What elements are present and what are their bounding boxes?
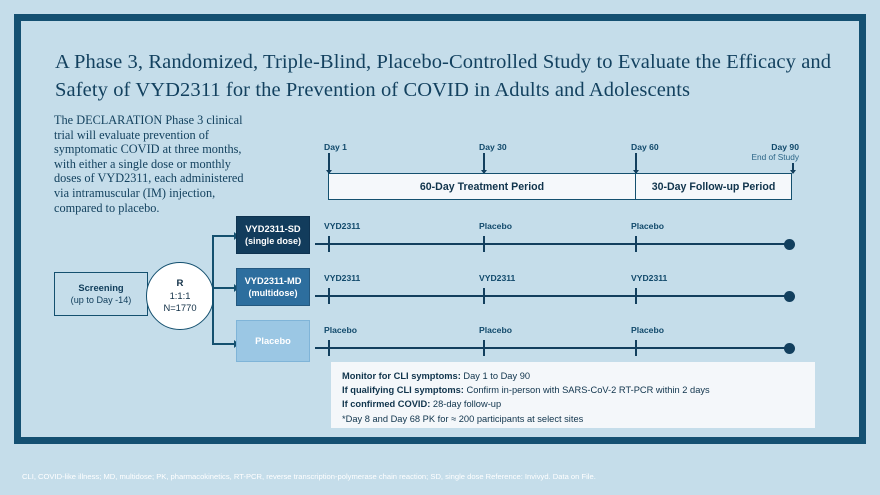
day-tick-arrow [481,153,486,174]
monitoring-notes-box: Monitor for CLI symptoms: Day 1 to Day 9… [331,362,815,428]
screening-label: Screening [78,282,124,293]
branch-arrow-md [212,284,239,292]
day-label: Day 1 [324,142,347,152]
dose-label: VYD2311 [324,221,361,231]
dose-label: Placebo [324,325,357,335]
note-value: Confirm in-person with SARS-CoV-2 RT-PCR… [463,385,710,396]
note-line: If confirmed COVID: 28-day follow-up [342,397,804,411]
arm-md-name: VYD2311-MD [244,276,302,286]
day-marker-day-30: Day 30 [479,142,599,152]
day-marker-day-1: Day 1 [324,142,444,152]
note-value: 28-day follow-up [430,399,502,410]
timeline-axis [315,243,793,246]
dose-label: Placebo [479,221,512,231]
arm-sd-detail: (single dose) [244,236,302,246]
dose-marker [635,236,638,252]
treatment-period-segment: 60-Day Treatment Period [329,174,636,199]
day-label: Day 30 [479,142,507,152]
note-key: Monitor for CLI symptoms: [342,371,461,381]
arm-md-detail: (multidose) [248,288,298,298]
note-value: *Day 8 and Day 68 PK for ≈ 200 participa… [342,413,584,424]
day-marker-day-60: Day 60 [631,142,751,152]
dosing-timeline-placebo: Placebo Placebo Placebo [315,322,815,356]
dose-marker [328,236,331,252]
day-tick-arrow [633,153,638,174]
timeline-end-dot [784,238,795,250]
dose-marker [635,340,638,356]
dose-label: VYD2311 [631,273,668,283]
page-title: A Phase 3, Randomized, Triple-Blind, Pla… [55,51,832,101]
timeline-end-dot [784,290,795,302]
study-description: The DECLARATION Phase 3 clinical trial w… [54,113,244,215]
day-label: Day 90 [771,142,799,152]
dose-marker [635,288,638,304]
screening-window: (up to Day -14) [70,295,132,305]
day-tick-arrow [326,153,331,174]
branch-arrow-placebo [212,340,239,348]
dose-marker [328,288,331,304]
note-line: If qualifying CLI symptoms: Confirm in-p… [342,383,804,397]
screening-box: Screening (up to Day -14) [54,272,148,316]
day-label: Day 60 [631,142,659,152]
followup-period-segment: 30-Day Follow-up Period [651,180,776,193]
branch-arrow-sd [212,232,239,240]
timeline-axis [315,347,793,350]
note-value: Day 1 to Day 90 [460,371,531,381]
dose-marker [328,340,331,356]
period-bar: 60-Day Treatment Period 30-Day Follow-up… [328,173,792,200]
randomization-ratio: 1:1:1 [169,290,191,301]
arm-box-vyd2311-sd: VYD2311-SD (single dose) [236,216,310,254]
note-key: If confirmed COVID: [342,399,431,410]
dosing-timeline-vyd2311-md: VYD2311 VYD2311 VYD2311 [315,270,815,304]
dose-marker [483,288,486,304]
note-key: If qualifying CLI symptoms: [342,385,464,396]
randomization-n: N=1770 [163,302,197,313]
randomization-letter: R [176,278,184,289]
dosing-timeline-vyd2311-sd: VYD2311 Placebo Placebo [315,218,815,252]
dose-label: VYD2311 [324,273,361,283]
timeline-end-dot [784,342,795,354]
note-line: *Day 8 and Day 68 PK for ≈ 200 participa… [342,412,804,426]
arm-box-placebo: Placebo [236,320,310,362]
dose-marker [483,236,486,252]
branch-spine [212,235,214,345]
dose-label: Placebo [631,325,664,335]
footnote-abbreviations: CLI, COVID-like illness; MD, multidose; … [22,472,596,481]
arm-sd-name: VYD2311-SD [245,224,301,234]
day-tick-arrow [790,163,795,174]
dose-label: Placebo [479,325,512,335]
randomization-node: R 1:1:1 N=1770 [146,262,214,330]
dose-label: Placebo [631,221,664,231]
dose-marker [483,340,486,356]
arm-placebo-name: Placebo [255,336,291,346]
day-sublabel: End of Study [751,152,799,162]
arm-box-vyd2311-md: VYD2311-MD (multidose) [236,268,310,306]
note-line: Monitor for CLI symptoms: Day 1 to Day 9… [342,369,804,383]
dose-label: VYD2311 [479,273,516,283]
timeline-axis [315,295,793,298]
